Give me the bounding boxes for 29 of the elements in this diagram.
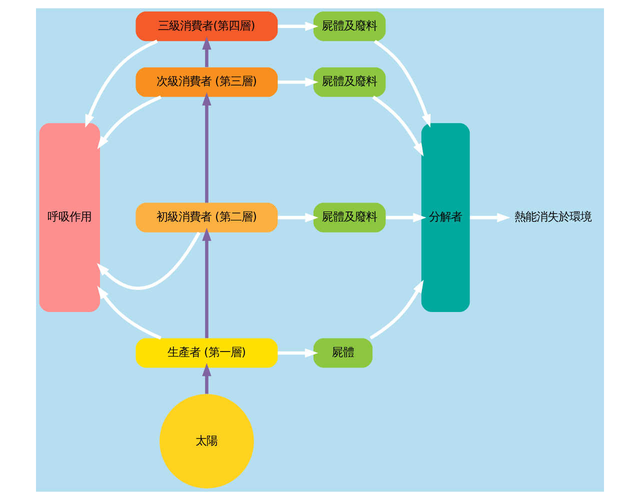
arrow — [386, 212, 426, 222]
arrow — [202, 92, 212, 203]
arrow — [85, 40, 158, 128]
node-box: 次級消費者 (第三層) — [136, 67, 278, 97]
arrow — [372, 96, 424, 156]
arrow — [202, 362, 212, 394]
arrow — [278, 212, 318, 222]
arrow — [202, 36, 212, 68]
node-box: 初級消費者 (第二層) — [136, 202, 278, 232]
arrow — [97, 286, 162, 340]
node-text: 熱能消失於環境 — [514, 210, 592, 224]
node-circle: 太陽 — [160, 394, 254, 488]
node-box: 屍體及廢料 — [313, 12, 386, 42]
arrow — [96, 232, 200, 290]
arrow — [278, 348, 318, 358]
arrow — [370, 280, 424, 340]
node-box: 分解者 — [421, 123, 470, 312]
arrow — [97, 95, 162, 150]
node-box: 生產者 (第一層) — [136, 338, 278, 368]
arrow — [278, 22, 318, 31]
node-box: 屍體 — [313, 338, 373, 368]
node-box: 呼吸作用 — [39, 123, 100, 312]
node-box: 三級消費者(第四層) — [136, 12, 278, 42]
node-box: 屍體及廢料 — [313, 67, 386, 97]
node-box: 屍體及廢料 — [313, 202, 386, 232]
arrow — [278, 78, 318, 87]
arrow — [202, 228, 212, 338]
arrow — [470, 212, 510, 222]
arrow — [374, 40, 431, 128]
